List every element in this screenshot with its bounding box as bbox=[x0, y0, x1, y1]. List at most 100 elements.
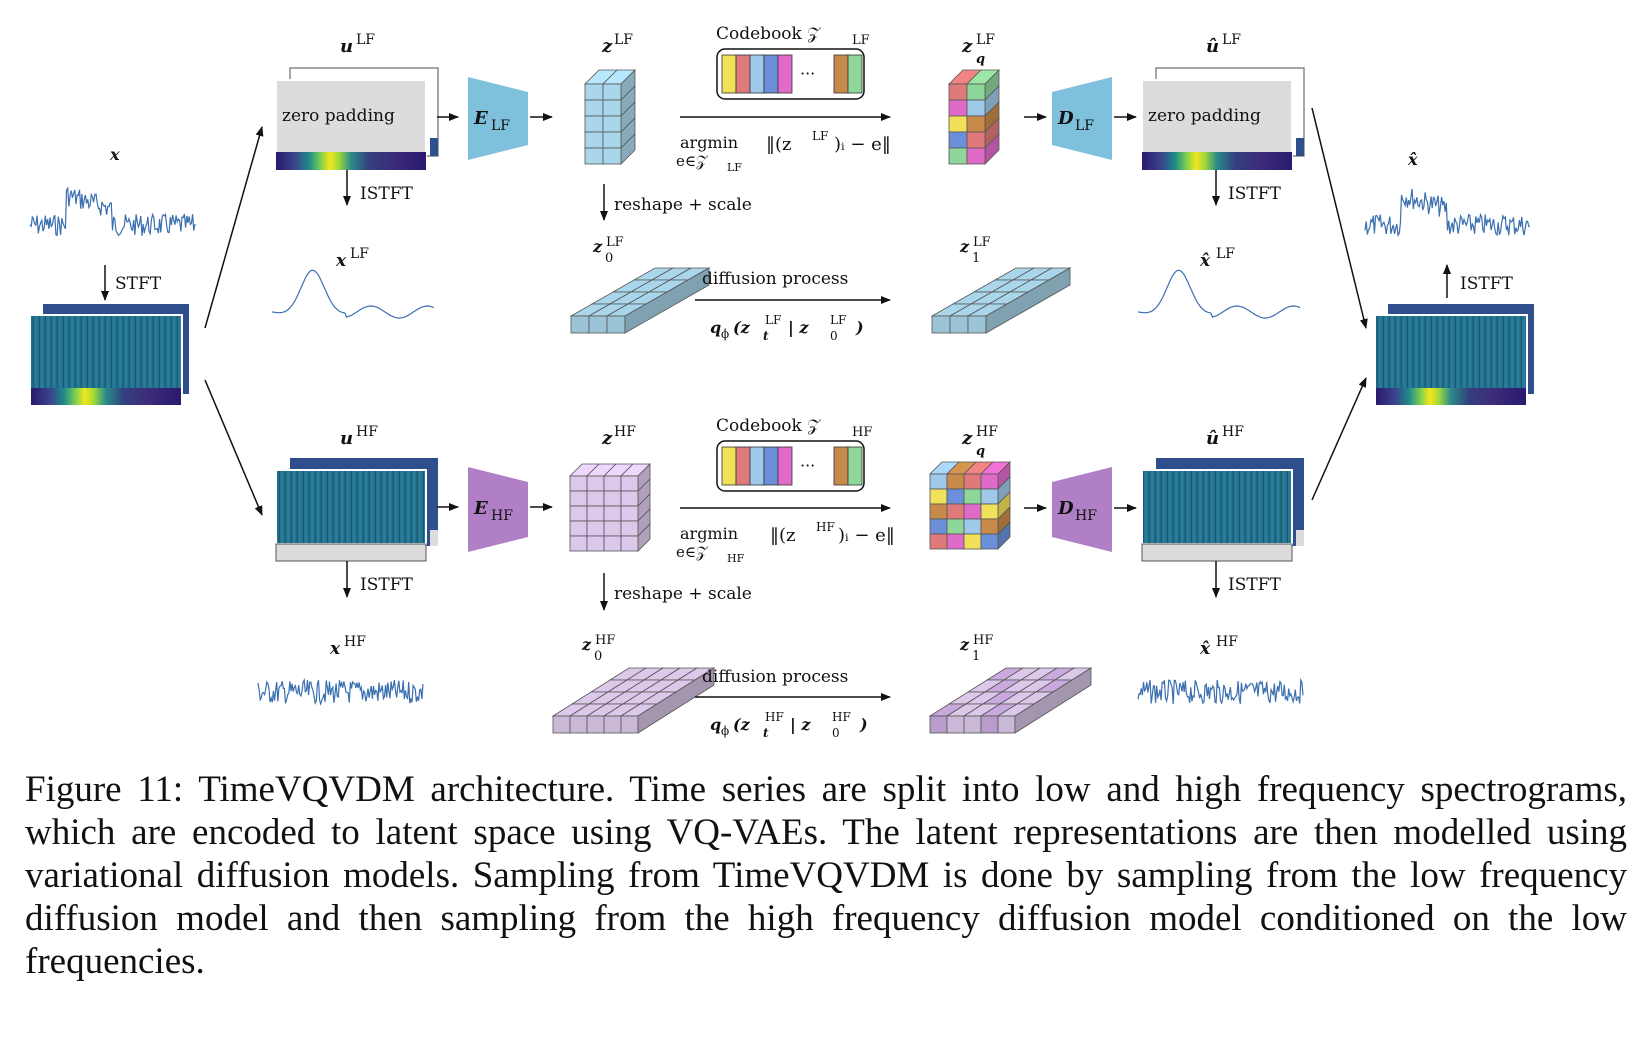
x-lf-title: x LF bbox=[335, 246, 369, 271]
cube-front-cell bbox=[569, 475, 588, 492]
slab-front-cell bbox=[949, 315, 969, 334]
svg-text:ϕ: ϕ bbox=[721, 327, 729, 341]
cube-front-cell bbox=[602, 147, 622, 165]
slab-front-cell bbox=[570, 315, 590, 334]
cube-front-cell bbox=[584, 115, 604, 133]
cube-front-cell bbox=[980, 488, 999, 505]
cube-front-cell bbox=[586, 475, 605, 492]
cube-front-cell bbox=[946, 518, 965, 535]
codebook-entry bbox=[763, 54, 779, 94]
z0-lf-title: z LF 0 bbox=[592, 235, 624, 266]
svg-text:0: 0 bbox=[830, 329, 838, 343]
latent-z1-lf bbox=[930, 267, 1072, 334]
svg-text:HF: HF bbox=[1222, 424, 1244, 440]
svg-text:LF: LF bbox=[852, 33, 870, 48]
istft-label-lf-enc: ISTFT bbox=[360, 184, 413, 204]
svg-text:z: z bbox=[601, 428, 613, 449]
slab-front-cell bbox=[946, 715, 965, 734]
svg-text:HF: HF bbox=[344, 634, 366, 650]
svg-text:LF: LF bbox=[973, 235, 991, 250]
cube-front-cell bbox=[586, 505, 605, 522]
x-hat-lf-title: x̂ LF bbox=[1199, 246, 1235, 271]
u-hat-hf-title: û HF bbox=[1206, 424, 1244, 449]
svg-text:)ᵢ − e‖: )ᵢ − e‖ bbox=[838, 525, 895, 546]
u-hat-lf-title: û LF bbox=[1206, 32, 1241, 57]
slab-side bbox=[985, 267, 1071, 334]
svg-text:‖(z: ‖(z bbox=[766, 134, 792, 155]
argmin-lf: argmin e∈𝒵 LF ‖(z LF )ᵢ − e‖ bbox=[676, 129, 891, 174]
svg-text:u: u bbox=[340, 428, 353, 449]
z-hf-title: z HF bbox=[601, 424, 636, 449]
split-arrow-hf bbox=[204, 379, 263, 516]
u-lf-title: u LF bbox=[340, 32, 375, 57]
cube-front-cell bbox=[586, 520, 605, 537]
encoder-lf: E LF bbox=[468, 77, 528, 160]
cube-front-cell bbox=[966, 115, 986, 133]
codebook-ellipsis: ··· bbox=[800, 456, 815, 475]
cube-front-cell bbox=[584, 131, 604, 149]
codebook-hf: Codebook 𝒵 HF ··· bbox=[716, 416, 872, 492]
svg-text:e∈𝒵: e∈𝒵 bbox=[676, 543, 709, 561]
z-lf-title: z LF bbox=[601, 32, 633, 57]
codebook-entry bbox=[735, 54, 751, 94]
svg-text:HF: HF bbox=[973, 633, 993, 648]
svg-text:HF: HF bbox=[832, 710, 851, 724]
cube-front-cell bbox=[980, 503, 999, 520]
cube-front-cell bbox=[569, 520, 588, 537]
zq-hf-title: z HF q bbox=[961, 424, 998, 459]
u-hf-spectrogram bbox=[275, 458, 438, 562]
svg-text:‖(z: ‖(z bbox=[770, 525, 796, 546]
cube-front-cell bbox=[929, 488, 948, 505]
codebook-ellipsis: ··· bbox=[800, 64, 815, 83]
svg-text:HF: HF bbox=[727, 552, 745, 565]
svg-text:q: q bbox=[710, 318, 721, 337]
svg-text:HF: HF bbox=[852, 425, 872, 440]
svg-text:z: z bbox=[959, 237, 970, 256]
svg-text:D: D bbox=[1057, 108, 1074, 129]
istft-label-out: ISTFT bbox=[1460, 274, 1513, 294]
svg-text:0: 0 bbox=[832, 726, 840, 740]
x-label: x bbox=[109, 145, 120, 164]
cube-front-cell bbox=[929, 473, 948, 490]
svg-text:LF: LF bbox=[1075, 118, 1094, 134]
input-signal-trace bbox=[29, 186, 196, 237]
svg-text:LF: LF bbox=[830, 313, 846, 327]
argmin-hf: argmin e∈𝒵 HF ‖(z HF )ᵢ − e‖ bbox=[676, 520, 895, 565]
u-hat-hf-spectrogram bbox=[1141, 458, 1304, 562]
cube-front-cell bbox=[963, 533, 982, 550]
cube-front-cell bbox=[946, 473, 965, 490]
cube-front-cell bbox=[963, 473, 982, 490]
svg-text:LF: LF bbox=[1222, 32, 1241, 48]
svg-text:û: û bbox=[1206, 36, 1219, 57]
reshape-scale-hf: reshape + scale bbox=[614, 584, 752, 604]
cube-front-cell bbox=[569, 505, 588, 522]
istft-label-lf-dec: ISTFT bbox=[1228, 184, 1281, 204]
cube-front-cell bbox=[929, 518, 948, 535]
svg-text:HF: HF bbox=[976, 424, 998, 440]
cube-front-cell bbox=[966, 83, 986, 101]
slab-front-cell bbox=[552, 715, 571, 734]
svg-text:D: D bbox=[1057, 498, 1074, 519]
cube-front-cell bbox=[948, 115, 968, 133]
svg-text:z: z bbox=[961, 36, 973, 57]
slab-side bbox=[1014, 667, 1092, 734]
cube-front-cell bbox=[603, 475, 622, 492]
slab-side bbox=[624, 267, 710, 334]
cube-front-cell bbox=[603, 490, 622, 507]
cube-front-cell bbox=[980, 473, 999, 490]
cube-front-cell bbox=[620, 490, 639, 507]
svg-text:argmin: argmin bbox=[680, 524, 738, 543]
cube-front-cell bbox=[584, 99, 604, 117]
slab-front-cell bbox=[588, 315, 608, 334]
codebook-lf: Codebook 𝒵 LF ··· bbox=[716, 24, 870, 100]
codebook-entry bbox=[763, 446, 779, 486]
diffusion-process-hf: diffusion process bbox=[702, 667, 848, 687]
cube-front-cell bbox=[980, 518, 999, 535]
cube-front-cell bbox=[946, 533, 965, 550]
lf-reconstructed-trace bbox=[1137, 269, 1301, 319]
svg-text:LF: LF bbox=[976, 32, 995, 48]
svg-text:HF: HF bbox=[595, 633, 615, 648]
zero-padding-label-lf-dec: zero padding bbox=[1148, 106, 1261, 126]
cube-front-cell bbox=[602, 131, 622, 149]
slab-front-cell bbox=[603, 715, 622, 734]
